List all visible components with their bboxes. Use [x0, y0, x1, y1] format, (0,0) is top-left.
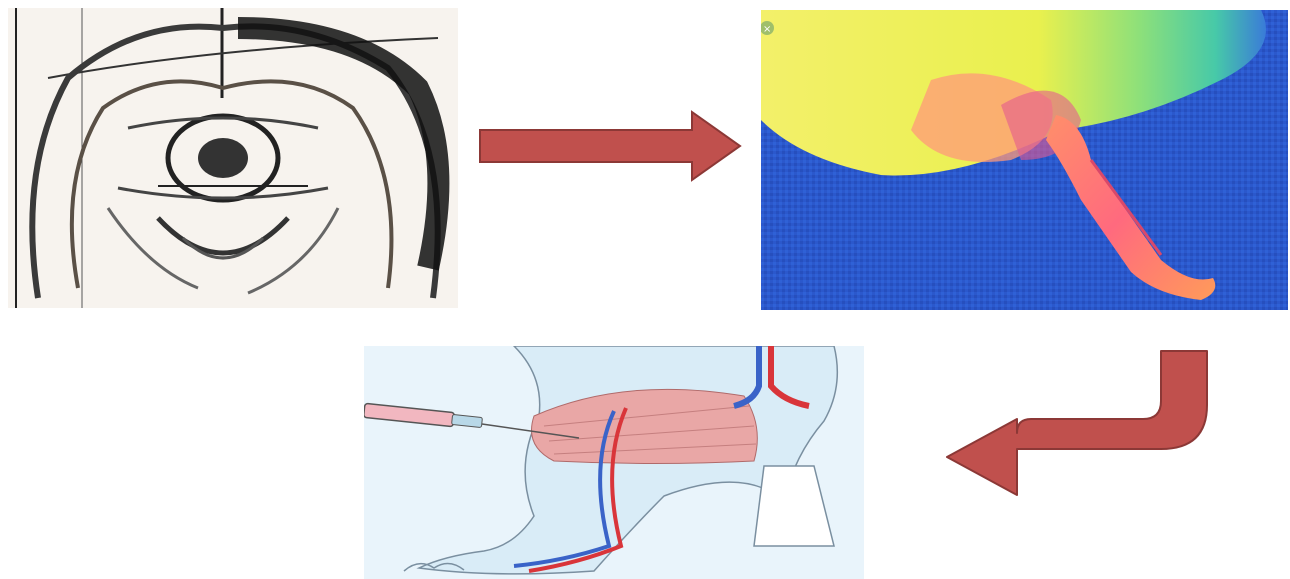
- injection-illustration: [364, 346, 864, 579]
- thermal-image: ×: [761, 10, 1288, 310]
- intramuscular-injection-drawing: [364, 346, 864, 579]
- brain-section-drawing: [8, 8, 458, 308]
- thermal-rat-hindlimb-drawing: ×: [761, 10, 1288, 310]
- down-left-hook-arrow-icon: [935, 345, 1215, 503]
- brain-section-image: [8, 8, 458, 308]
- right-arrow-icon: [472, 108, 744, 184]
- svg-text:×: ×: [763, 24, 771, 35]
